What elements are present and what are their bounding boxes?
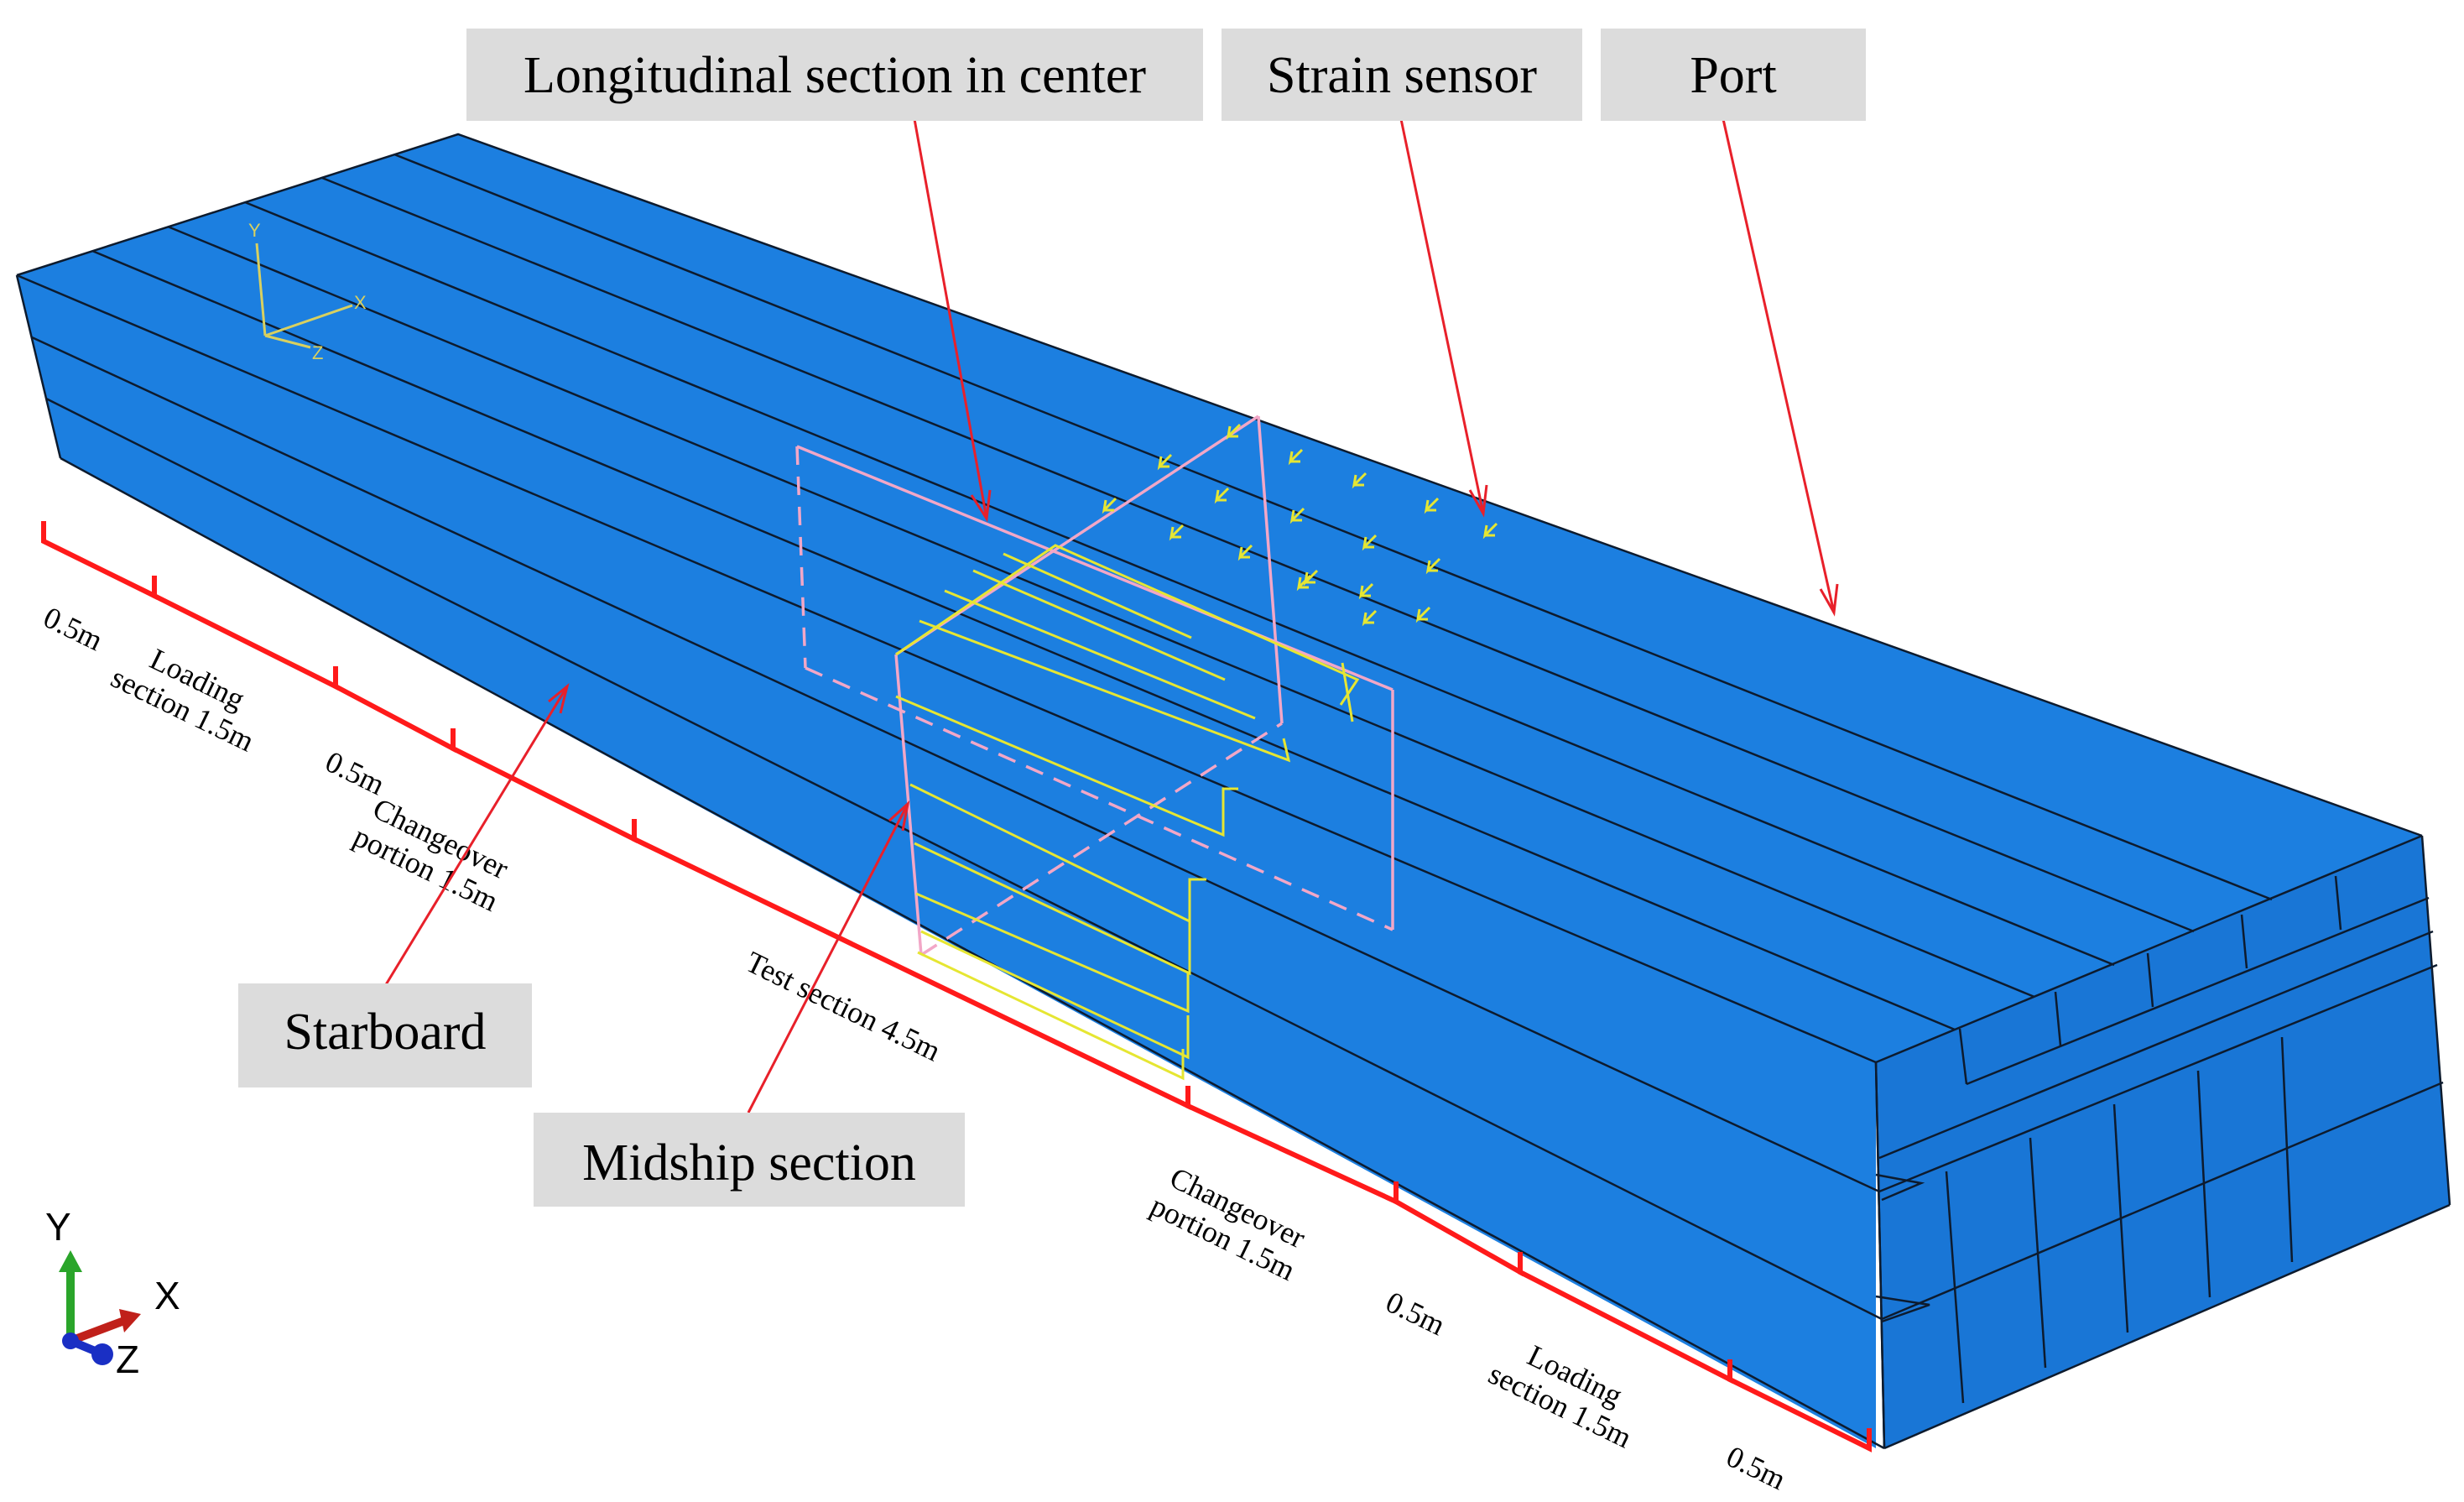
strain-sensor-marker [1169, 524, 1185, 541]
dimension-label: Changeoverportion 1.5m [1145, 1158, 1315, 1286]
global-triad-x-label: X [154, 1274, 180, 1317]
deck-axis-triad: Y X Z [248, 220, 367, 363]
callout-midship-text: Midship section [582, 1134, 916, 1192]
global-axis-triad: Y X Z [45, 1205, 180, 1381]
strain-sensor-marker [1362, 534, 1378, 551]
midship-section-profile [895, 544, 1360, 1081]
leader-longitudinal [913, 118, 988, 519]
strain-sensor-marker [1288, 448, 1304, 466]
strain-sensor-marker [1214, 487, 1230, 504]
dimension-label: Loadingsection 1.5m [106, 630, 273, 759]
dimension-label: 0.5m [1381, 1285, 1451, 1342]
hull-model [15, 133, 2451, 1450]
strain-sensor-marker [1415, 606, 1431, 623]
callout-starboard: Starboard [238, 983, 532, 1087]
strain-sensor-marker [1237, 544, 1253, 561]
callout-port-text: Port [1690, 47, 1776, 104]
callout-longitudinal-section: Longitudinal section in center [466, 29, 1203, 121]
leader-lines [381, 118, 1839, 1113]
strain-sensor-marker [1289, 507, 1305, 524]
dimension-label: Test section 4.5m [741, 945, 945, 1068]
strain-sensor-marker [1157, 453, 1173, 471]
leader-midship [747, 803, 909, 1113]
global-triad-y-label: Y [45, 1205, 71, 1249]
dimension-bracket [41, 521, 157, 600]
hull-outline [15, 133, 2451, 1450]
strain-sensor-marker [1102, 497, 1117, 514]
leader-port [1722, 118, 1836, 613]
callout-starboard-text: Starboard [284, 1004, 486, 1061]
deck-triad-z-label: Z [312, 342, 323, 363]
strain-sensor-marker [1296, 574, 1312, 592]
callout-midship-section: Midship section [534, 1113, 965, 1207]
dimension-bracket [1727, 1359, 1872, 1452]
midship-section-plane [894, 415, 1284, 957]
hull-side-face [17, 275, 1876, 1448]
strain-sensor-marker [1352, 472, 1367, 489]
leader-starboard [381, 686, 569, 991]
strain-sensor-marker [1358, 582, 1374, 600]
hull-deck-face [17, 134, 2422, 1062]
dimension-label: 0.5m [39, 600, 108, 657]
longitudinal-section-plane [795, 445, 1394, 931]
callout-strain-sensor-text: Strain sensor [1267, 47, 1537, 104]
callout-port: Port [1601, 29, 1866, 121]
dimension-label: 0.5m [320, 744, 390, 801]
deck-triad-x-label: X [354, 292, 367, 313]
strain-sensor-marker [1482, 522, 1498, 540]
dimension-bracket [333, 666, 456, 753]
callout-longitudinal-text: Longitudinal section in center [524, 47, 1146, 104]
global-triad-z-label: Z [116, 1338, 139, 1381]
leader-starboard-arrowhead [548, 682, 570, 714]
dimension-brackets [41, 521, 1872, 1452]
leader-port-arrowhead [1819, 583, 1839, 617]
deck-triad-y-label: Y [248, 220, 261, 241]
strain-sensor-marker [1424, 497, 1440, 514]
strain-sensor-marker [1226, 423, 1242, 441]
leader-strain-sensor [1399, 118, 1485, 514]
leader-longitudinal-arrowhead [970, 489, 992, 523]
strain-sensor-marker [1425, 557, 1441, 575]
leader-strain-sensor-arrowhead [1468, 484, 1488, 518]
strain-sensor-marker [1362, 609, 1378, 627]
end-interior-stiffeners [1874, 875, 2444, 1449]
dimension-label: 0.5m [1722, 1439, 1791, 1496]
deck-stiffener-lines [91, 153, 2273, 1031]
dimension-label: Loadingsection 1.5m [1483, 1327, 1651, 1455]
leader-midship-arrowhead [888, 800, 910, 832]
callout-strain-sensor: Strain sensor [1222, 29, 1582, 121]
strain-sensor-markers [1102, 423, 1498, 627]
hull-end-face [1876, 836, 2450, 1448]
side-longitudinal-lines [31, 336, 1883, 1321]
